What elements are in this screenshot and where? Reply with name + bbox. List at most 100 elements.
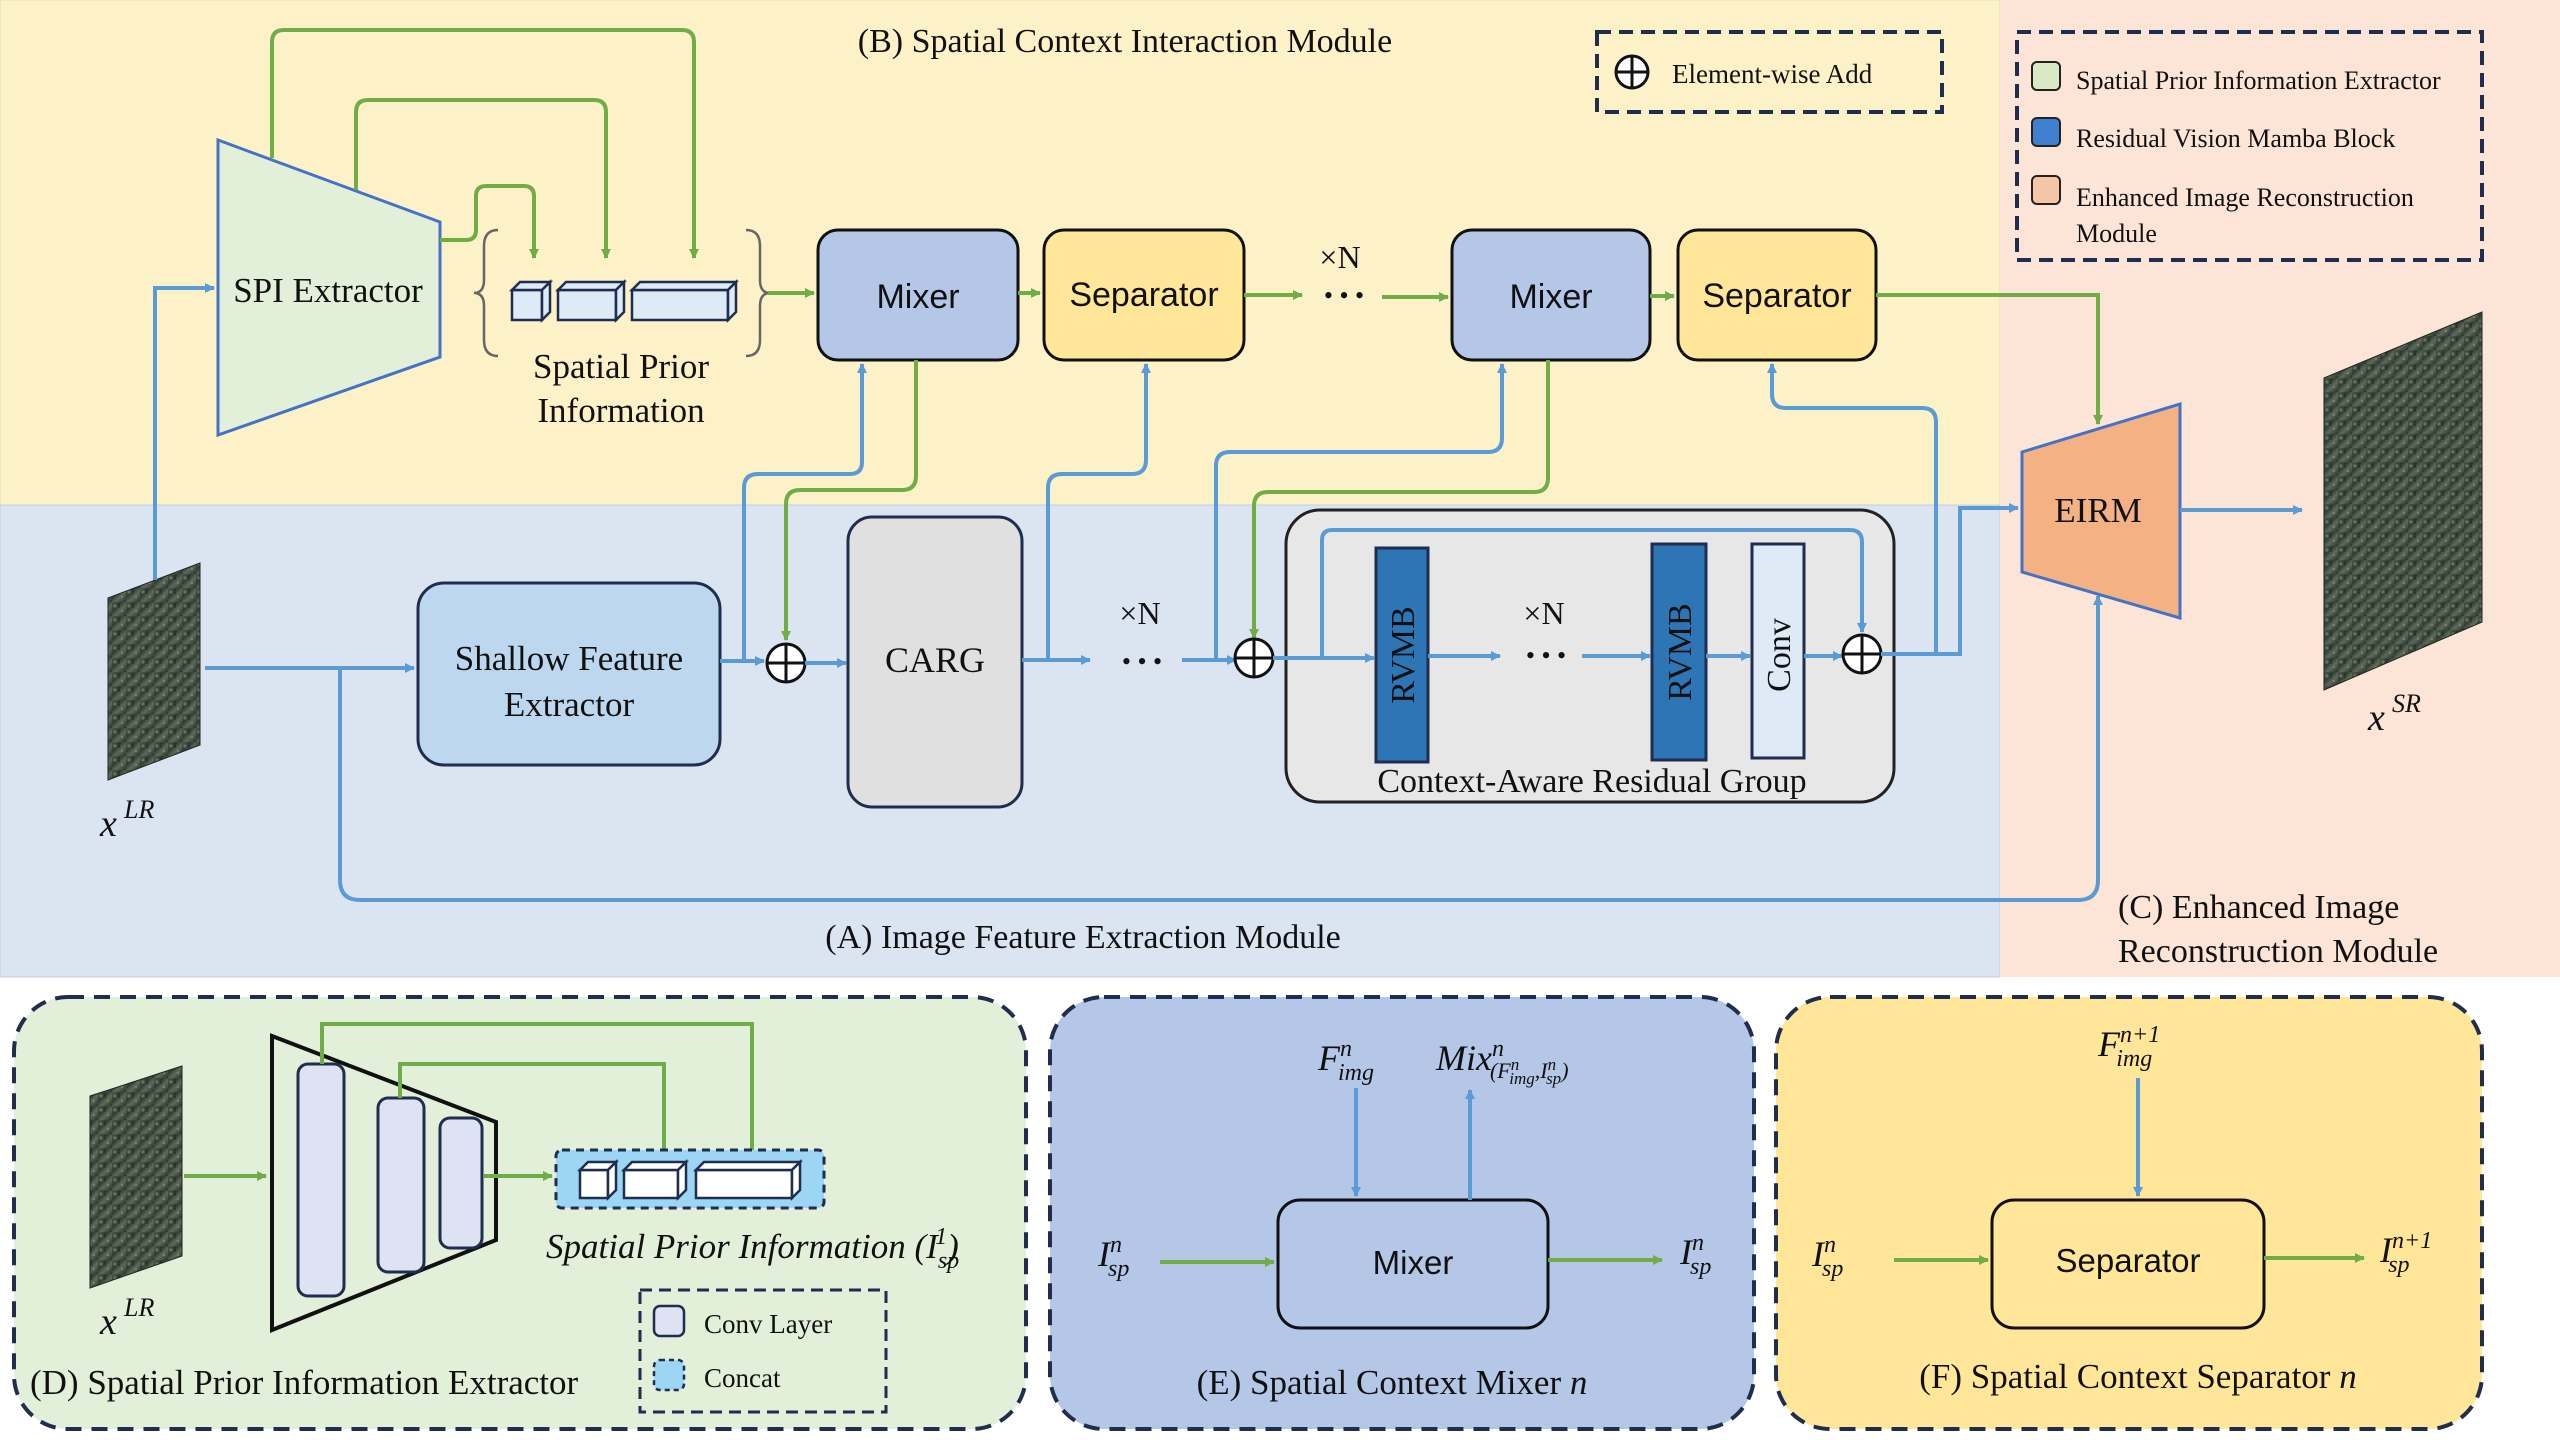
svg-text:LR: LR	[123, 1293, 154, 1322]
dots-middle: • • •	[1122, 647, 1162, 676]
element-wise-add-3	[1841, 633, 1883, 675]
rvmb-label-2: RVMB	[1662, 603, 1699, 700]
spi-extractor-block	[216, 137, 442, 438]
repeat-n-middle: ×N	[1119, 595, 1160, 631]
carg-label: CARG	[885, 640, 985, 680]
panel-d-legend-conv-swatch	[652, 1304, 686, 1338]
module-c-title-line2: Reconstruction Module	[2118, 933, 2438, 970]
svg-text:x: x	[99, 1301, 117, 1343]
conv-block	[1750, 542, 1806, 760]
module-legend: Spatial Prior Information Extractor Resi…	[2015, 30, 2484, 262]
spi-extractor-label: SPI Extractor	[233, 271, 423, 310]
conv-label: Conv	[1761, 618, 1798, 692]
panel-d-title: (D) Spatial Prior Information Extractor	[30, 1363, 579, 1402]
separator2-to-eirm-arrow	[1876, 293, 2103, 425]
group-to-separator2-arrow	[1767, 363, 1938, 656]
svg-text:Spatial Prior Information (Isp: Spatial Prior Information (Isp1)	[546, 1224, 959, 1274]
svg-text:SR: SR	[2392, 689, 2421, 718]
panel-e-title: (E) Spatial Context Mixer n	[1197, 1363, 1588, 1402]
module-b-title: (B) Spatial Context Interaction Module	[858, 23, 1392, 60]
panel-e-mixer-label: Mixer	[1373, 1244, 1454, 1281]
dots-inner: • • •	[1526, 641, 1566, 670]
rvmb-block-2	[1650, 542, 1708, 762]
spi-info-label-line1: Spatial Prior	[533, 347, 709, 386]
panel-d-lr-label: x LR	[99, 1293, 154, 1343]
panel-f-separator-label: Separator	[2056, 1242, 2201, 1279]
mixer1-to-add1-arrow	[781, 360, 918, 641]
dots-top: • • •	[1324, 281, 1364, 310]
spi-skip-arrow-1	[270, 28, 699, 259]
shallow-feature-extractor-block	[416, 581, 722, 767]
panel-d-skip-arrow-1	[320, 1022, 757, 1161]
panel-d-conv-layer-1	[296, 1062, 346, 1298]
lr-input-label: x LR	[99, 795, 154, 845]
svg-text:In+1sp: In+1sp	[2379, 1228, 2432, 1278]
svg-text:LR: LR	[123, 795, 154, 824]
panel-d-lr-image	[89, 1065, 183, 1289]
panel-d-extractor-trapezoid	[270, 1033, 498, 1333]
eirm-block	[2020, 401, 2182, 620]
panel-d-info-label: Spatial Prior Information (Isp1)	[546, 1224, 959, 1274]
mixer2-to-add2-arrow	[1249, 360, 1550, 639]
element-wise-add-1	[765, 642, 807, 684]
rvmb-block-1	[1374, 546, 1430, 764]
main-to-mixer2-arrow	[1214, 363, 1507, 660]
spi-info-label-line2: Information	[537, 391, 704, 430]
element-wise-add-label: Element-wise Add	[1672, 59, 1873, 89]
element-wise-add-2	[1233, 637, 1275, 679]
panel-d-legend-conv-label: Conv Layer	[704, 1309, 832, 1339]
lr-input-image	[107, 562, 201, 781]
lr-long-skip-arrow	[338, 595, 2103, 902]
module-a-title: (A) Image Feature Extraction Module	[825, 919, 1340, 956]
spi-feature-cubes	[508, 278, 740, 324]
carg-to-separator1-arrow	[1046, 363, 1151, 660]
panel-d-conv-layer-3	[438, 1116, 484, 1250]
group-to-eirm-arrow	[1936, 503, 2019, 656]
shallow-label-line2: Extractor	[504, 685, 635, 724]
separator-label-2: Separator	[1702, 277, 1851, 315]
lr-to-spi-arrow	[153, 283, 215, 580]
repeat-n-top: ×N	[1319, 239, 1360, 275]
legend-label-eirm-line2: Module	[2076, 219, 2157, 248]
panel-e-mixer-block	[1276, 1198, 1550, 1330]
module-c-title-line1: (C) Enhanced Image	[2118, 889, 2399, 926]
spi-skip-arrow-2	[354, 98, 611, 259]
spi-skip-arrow-3	[440, 184, 539, 259]
eirm-label: EIRM	[2054, 491, 2142, 530]
legend-swatch-rvmb	[2031, 117, 2061, 147]
panel-d-feature-cubes	[576, 1158, 804, 1202]
panel-d-conv-layer-2	[376, 1096, 426, 1274]
panel-d-legend-concat-label: Concat	[704, 1363, 781, 1393]
repeat-n-inner: ×N	[1523, 595, 1564, 631]
group-inner-skip-arrow	[1320, 528, 1867, 658]
legend-swatch-spi	[2031, 61, 2061, 91]
spi-info-brace-left	[473, 228, 499, 358]
element-wise-add-legend: Element-wise Add	[1595, 30, 1944, 114]
panel-f-title: (F) Spatial Context Separator n	[1919, 1357, 2356, 1396]
legend-label-spi: Spatial Prior Information Extractor	[2076, 66, 2441, 95]
panel-f-separator-block	[1990, 1198, 2266, 1330]
svg-text:x: x	[2367, 697, 2385, 739]
panel-d-background	[12, 995, 1028, 1431]
mixer-label-2: Mixer	[1509, 278, 1592, 316]
panel-d-skip-arrow-2	[398, 1062, 669, 1161]
mixer-label-1: Mixer	[876, 278, 959, 316]
svg-text:x: x	[99, 803, 117, 845]
shallow-to-mixer1-arrow	[742, 363, 867, 661]
panel-d-legend-concat-swatch	[652, 1358, 686, 1392]
legend-swatch-eirm	[2031, 175, 2061, 205]
legend-label-rvmb: Residual Vision Mamba Block	[2076, 124, 2395, 153]
